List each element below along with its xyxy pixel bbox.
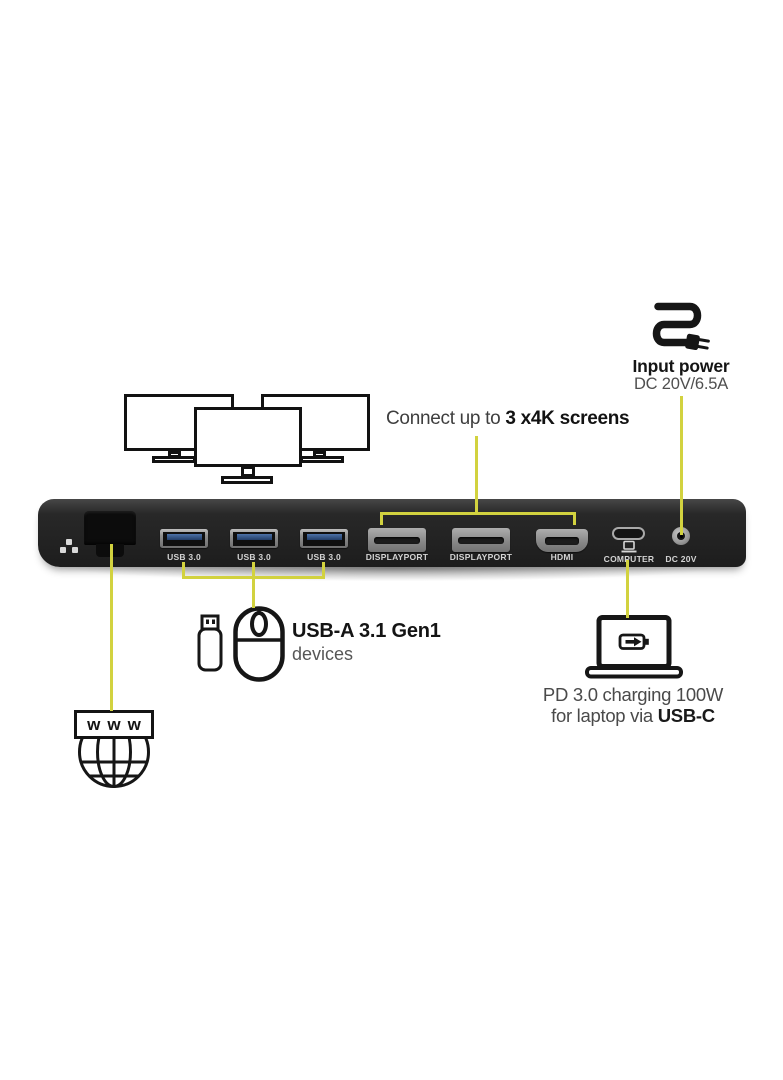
port-ethernet <box>84 511 136 545</box>
port-usbc-computer <box>612 527 645 540</box>
port-displayport-1 <box>368 528 426 552</box>
port-usb-3 <box>300 529 348 548</box>
input-power-title: Input power <box>632 356 730 376</box>
bracket-usb-stub-2 <box>252 562 255 578</box>
laptop-glyph-icon <box>621 540 637 553</box>
port-label: USB 3.0 <box>307 552 341 562</box>
screens-note: Connect up to 3 x4K screens <box>386 408 630 430</box>
bracket-usb-stub-1 <box>182 562 185 578</box>
power-plug-icon <box>652 302 710 351</box>
line-power-to-dc <box>680 396 683 535</box>
port-usb-2 <box>230 529 278 548</box>
port-dc-power <box>672 527 690 545</box>
charging-note-line2: for laptop via USB-C <box>551 705 715 726</box>
input-power-spec: DC 20V/6.5A <box>633 375 729 393</box>
bracket-usb-stub-3 <box>322 562 325 578</box>
line-usb-to-mouse <box>252 576 255 608</box>
port-label: COMPUTER <box>603 554 655 564</box>
bracket-screens-stub-left <box>380 512 383 525</box>
port-label: DC 20V <box>665 554 697 564</box>
mouse-icon <box>233 606 285 682</box>
usb-devices-title: USB-A 3.1 Gen1 <box>292 620 441 642</box>
line-ethernet-to-www <box>110 544 113 711</box>
laptop-icon <box>585 615 683 679</box>
usb-devices-note: USB-A 3.1 Gen1 devices <box>292 620 441 665</box>
usb-stick-icon <box>197 614 223 672</box>
screens-note-bold: 3 x4K screens <box>505 408 630 429</box>
usb-devices-subtitle: devices <box>292 644 354 664</box>
charging-note: PD 3.0 charging 100W for laptop via USB-… <box>507 684 759 726</box>
charging-note-line1: PD 3.0 charging 100W <box>542 684 724 705</box>
bracket-screens-stub-right <box>573 512 576 525</box>
port-label: HDMI <box>550 552 574 562</box>
port-hdmi <box>536 529 588 552</box>
line-computer-to-laptop <box>626 560 629 618</box>
port-label: DISPLAYPORT <box>449 552 513 562</box>
port-label: DISPLAYPORT <box>365 552 429 562</box>
www-label-box: www <box>74 710 154 739</box>
port-label: USB 3.0 <box>237 552 271 562</box>
bracket-screens-horizontal <box>380 512 576 515</box>
port-usb-1 <box>160 529 208 548</box>
port-displayport-2 <box>452 528 510 552</box>
screens-note-prefix: Connect up to <box>386 408 506 429</box>
line-screens-vertical <box>475 436 478 515</box>
port-label: USB 3.0 <box>167 552 201 562</box>
